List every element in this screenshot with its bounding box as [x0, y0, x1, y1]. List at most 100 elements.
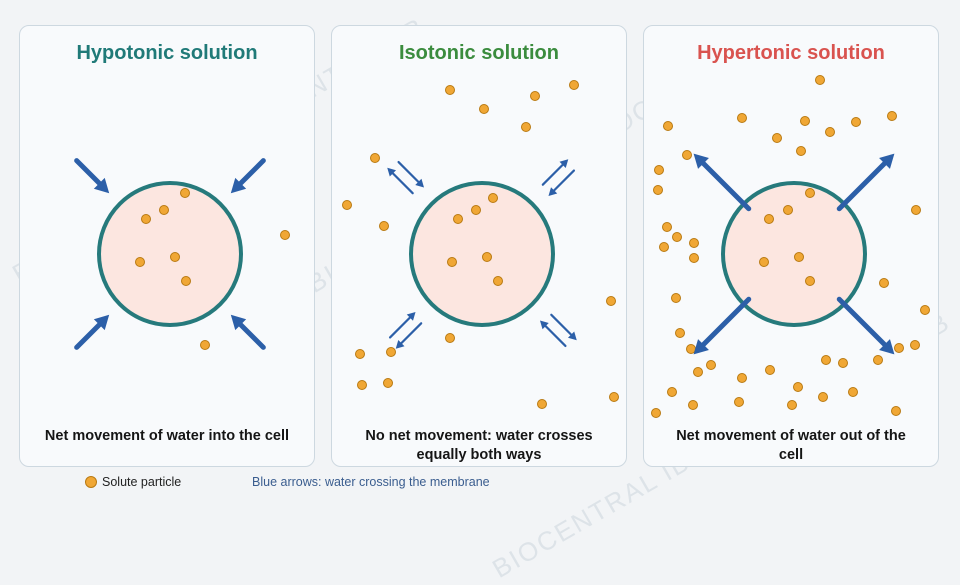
legend-particle-label: Solute particle: [102, 475, 182, 489]
solute-particle-outside: [675, 328, 685, 338]
solute-particle-outside: [920, 305, 930, 315]
water-arrow-out: [836, 296, 895, 355]
water-arrow-out: [541, 159, 569, 186]
solute-particle-outside: [891, 406, 901, 416]
solute-particle-outside: [818, 392, 828, 402]
water-arrow-out: [550, 313, 577, 341]
solute-particle-outside: [651, 408, 661, 418]
solute-particle-outside: [800, 116, 810, 126]
panel-hypertonic: Hypertonic solution Net movement of wate…: [643, 25, 939, 467]
solute-particle-outside: [370, 153, 380, 163]
solute-particle-outside: [479, 104, 489, 114]
solute-particle-inside: [170, 252, 180, 262]
solute-particle-outside: [530, 91, 540, 101]
caption-line-2: equally both ways: [416, 447, 542, 463]
cell-membrane: [97, 181, 243, 327]
panel-title: Hypertonic solution: [697, 42, 885, 64]
solute-particle-outside: [765, 365, 775, 375]
solute-particle-outside: [200, 340, 210, 350]
solute-particle-inside: [805, 276, 815, 286]
solute-particle-outside: [689, 253, 699, 263]
solute-particle-outside: [386, 347, 396, 357]
water-arrow-in: [397, 160, 425, 188]
water-arrow-in: [230, 158, 266, 194]
solute-particle-inside: [482, 252, 492, 262]
water-arrow-out: [693, 153, 752, 212]
solute-particle-inside: [759, 257, 769, 267]
solute-particle-inside: [794, 252, 804, 262]
solute-particle-outside: [734, 397, 744, 407]
caption-line-1: No net movement: water crosses: [365, 428, 593, 444]
solute-particle-outside: [383, 378, 393, 388]
solute-particle-outside: [706, 360, 716, 370]
solute-particle-outside: [569, 80, 579, 90]
solute-particle-outside: [663, 121, 673, 131]
solute-particle-inside: [493, 276, 503, 286]
solute-particle-outside: [357, 380, 367, 390]
solute-particle-outside: [654, 165, 664, 175]
cell-diagram: [342, 80, 619, 409]
caption-line-2: cell: [778, 447, 804, 463]
water-arrow-in: [74, 158, 110, 194]
solute-particle-inside: [471, 205, 481, 215]
solute-particle-outside: [606, 296, 616, 306]
solute-particle-outside: [355, 349, 365, 359]
solute-particle-outside: [667, 387, 677, 397]
panel-hypotonic: Hypotonic solution Net movement of water…: [19, 25, 315, 467]
water-arrow-out: [387, 167, 414, 195]
solute-particle-inside: [159, 205, 169, 215]
solute-particle-outside: [910, 340, 920, 350]
cell-membrane: [721, 181, 867, 327]
caption-line-1: Net movement of water into the cell: [44, 428, 290, 444]
water-arrow-in: [539, 320, 567, 348]
solute-particle-inside: [141, 214, 151, 224]
solute-particle-inside: [764, 214, 774, 224]
solute-particle-outside: [653, 185, 663, 195]
caption-line-1: Net movement of water out of the: [676, 428, 906, 444]
cell-diagram: [651, 75, 930, 418]
cell-membrane: [409, 181, 555, 327]
solute-particle-outside: [873, 355, 883, 365]
solute-particle-outside: [838, 358, 848, 368]
solute-particle-outside: [689, 238, 699, 248]
solute-particle-outside: [686, 344, 696, 354]
solute-particle-inside: [447, 257, 457, 267]
solute-particle-outside: [521, 122, 531, 132]
cell-diagram: [74, 158, 290, 350]
solute-particle-outside: [659, 242, 669, 252]
solute-particle-outside: [772, 133, 782, 143]
solute-particle-outside: [662, 222, 672, 232]
solute-particle-outside: [887, 111, 897, 121]
solute-particle-outside: [671, 293, 681, 303]
water-arrow-in: [548, 169, 576, 197]
solute-particle-outside: [379, 221, 389, 231]
solute-particle-outside: [796, 146, 806, 156]
solute-particle-inside: [181, 276, 191, 286]
solute-particle-outside: [445, 333, 455, 343]
solute-particle-outside: [537, 399, 547, 409]
solute-particle-outside: [342, 200, 352, 210]
solute-particle-outside: [815, 75, 825, 85]
solute-particle-outside: [693, 367, 703, 377]
solute-particle-inside: [453, 214, 463, 224]
solute-particle-outside: [911, 205, 921, 215]
solute-particle-inside: [783, 205, 793, 215]
solute-particle-inside: [180, 188, 190, 198]
water-arrow-in: [74, 314, 110, 350]
solute-particle-outside: [787, 400, 797, 410]
panel-title: Hypotonic solution: [76, 42, 258, 64]
solute-particle-outside: [737, 373, 747, 383]
solute-particle-outside: [793, 382, 803, 392]
solute-particle-outside: [825, 127, 835, 137]
solute-particle-inside: [488, 193, 498, 203]
solute-particle-outside: [821, 355, 831, 365]
legend-particle-icon: [85, 476, 97, 488]
solute-particle-outside: [280, 230, 290, 240]
solute-particle-outside: [848, 387, 858, 397]
water-arrow-out: [693, 296, 752, 355]
solute-particle-outside: [609, 392, 619, 402]
solute-particle-outside: [688, 400, 698, 410]
water-arrow-in: [230, 314, 266, 350]
solute-particle-outside: [445, 85, 455, 95]
solute-particle-outside: [879, 278, 889, 288]
